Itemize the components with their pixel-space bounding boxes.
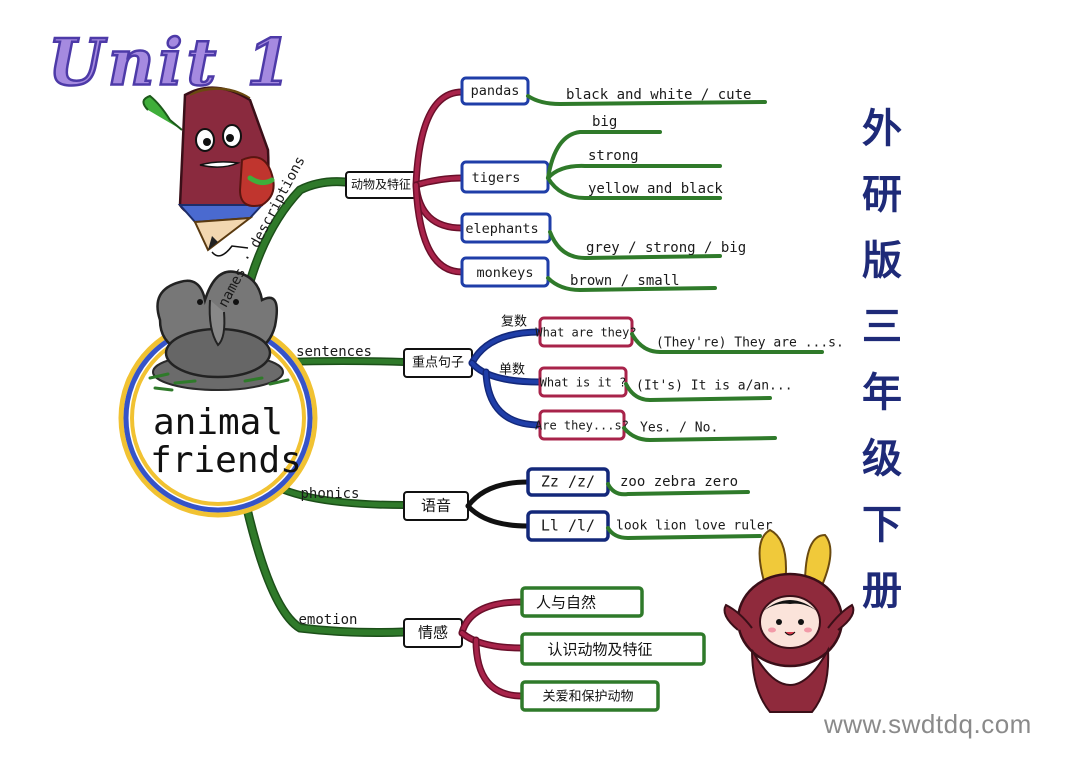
animal-name: pandas <box>471 83 520 99</box>
hub-names-label: 动物及特征 <box>351 177 411 192</box>
desc-tigers-1: big <box>592 114 617 130</box>
animal-box-tigers: tigers <box>460 160 550 194</box>
vertical-title-char: 下 <box>862 502 902 548</box>
hub-phonics-label: 语音 <box>421 497 451 515</box>
hub-phonics: 语音 <box>403 491 469 521</box>
hub-sentences: 重点句子 <box>403 348 473 378</box>
answer-lines <box>622 332 824 443</box>
branch-label-phonics: phonics <box>300 486 359 502</box>
branch-label-sentences: sentences <box>296 344 372 360</box>
question-box-3: Are they...s? <box>535 409 629 441</box>
center-title-line2: friends <box>150 440 302 481</box>
question-text: What are they? <box>535 326 636 340</box>
letter-box-z: Zz /z/ <box>526 467 610 497</box>
emotion-text: 关爱和保护动物 <box>542 690 633 705</box>
desc-tigers-2: strong <box>588 148 639 164</box>
elephant-illustration <box>148 270 290 392</box>
hub-names: 动物及特征 <box>345 171 417 199</box>
vertical-title: 外 研 版 三 年 级 下 册 <box>852 105 912 615</box>
animal-box-elephants: elephants <box>460 212 552 244</box>
vertical-title-char: 研 <box>862 172 902 218</box>
answer-2: (It's) It is a/an... <box>636 379 793 394</box>
question-text: Are they...s? <box>535 419 629 433</box>
description-lines <box>526 94 767 293</box>
branch-label-emotion: emotion <box>298 612 357 628</box>
phonics-words-z: zoo zebra zero <box>620 474 738 490</box>
hub-sentences-label: 重点句子 <box>412 355 464 371</box>
animal-name: monkeys <box>477 265 534 281</box>
pencil-character-illustration <box>142 86 275 257</box>
letter-text: Ll /l/ <box>541 517 595 535</box>
center-node: animal friends <box>118 270 318 518</box>
animal-name: tigers <box>472 170 521 186</box>
hub-emotion: 情感 <box>403 618 463 648</box>
hub-emotion-label: 情感 <box>418 624 448 642</box>
vertical-title-char: 三 <box>862 304 902 350</box>
phonics-word-lines <box>606 482 762 541</box>
center-title-line1: animal <box>153 402 283 443</box>
emotion-connectors <box>458 598 526 700</box>
sentence-connectors <box>468 328 544 429</box>
vertical-title-char: 级 <box>862 436 902 482</box>
phonics-words-l: look lion love ruler <box>616 519 773 534</box>
desc-monkeys: brown / small <box>570 273 680 289</box>
desc-tigers-3: yellow and black <box>588 181 723 197</box>
watermark: www.swdtdq.com <box>824 709 1032 739</box>
desc-pandas: black and white / cute <box>566 87 751 103</box>
letter-box-l: Ll /l/ <box>526 510 610 542</box>
phonics-connectors <box>465 479 531 529</box>
names-connectors <box>412 88 466 276</box>
bunny-character-illustration <box>723 528 855 713</box>
emotion-text: 人与自然 <box>536 594 596 612</box>
emotion-box-3: 关爱和保护动物 <box>520 680 660 712</box>
emotion-box-2: 认识动物及特征 <box>520 632 706 666</box>
answer-3: Yes. / No. <box>640 421 718 436</box>
question-box-2: What is it ? <box>538 366 628 398</box>
letter-text: Zz /z/ <box>541 473 595 491</box>
question-box-1: What are they? <box>535 316 637 348</box>
question-text: What is it ? <box>540 376 627 390</box>
singular-label: 单数 <box>499 363 525 378</box>
desc-elephants: grey / strong / big <box>586 240 746 256</box>
vertical-title-char: 册 <box>862 568 902 614</box>
vertical-title-char: 外 <box>862 106 902 152</box>
vertical-title-char: 年 <box>862 370 902 416</box>
emotion-text: 认识动物及特征 <box>547 641 652 659</box>
unit-title: Unit 1 <box>48 26 295 101</box>
animal-box-pandas: pandas <box>460 76 530 106</box>
vertical-title-char: 版 <box>862 238 902 284</box>
animal-box-monkeys: monkeys <box>460 256 550 288</box>
animal-name: elephants <box>465 221 538 237</box>
plural-label: 复数 <box>501 315 527 330</box>
emotion-box-1: 人与自然 <box>520 586 644 618</box>
answer-1: (They're) They are ...s. <box>656 336 844 351</box>
